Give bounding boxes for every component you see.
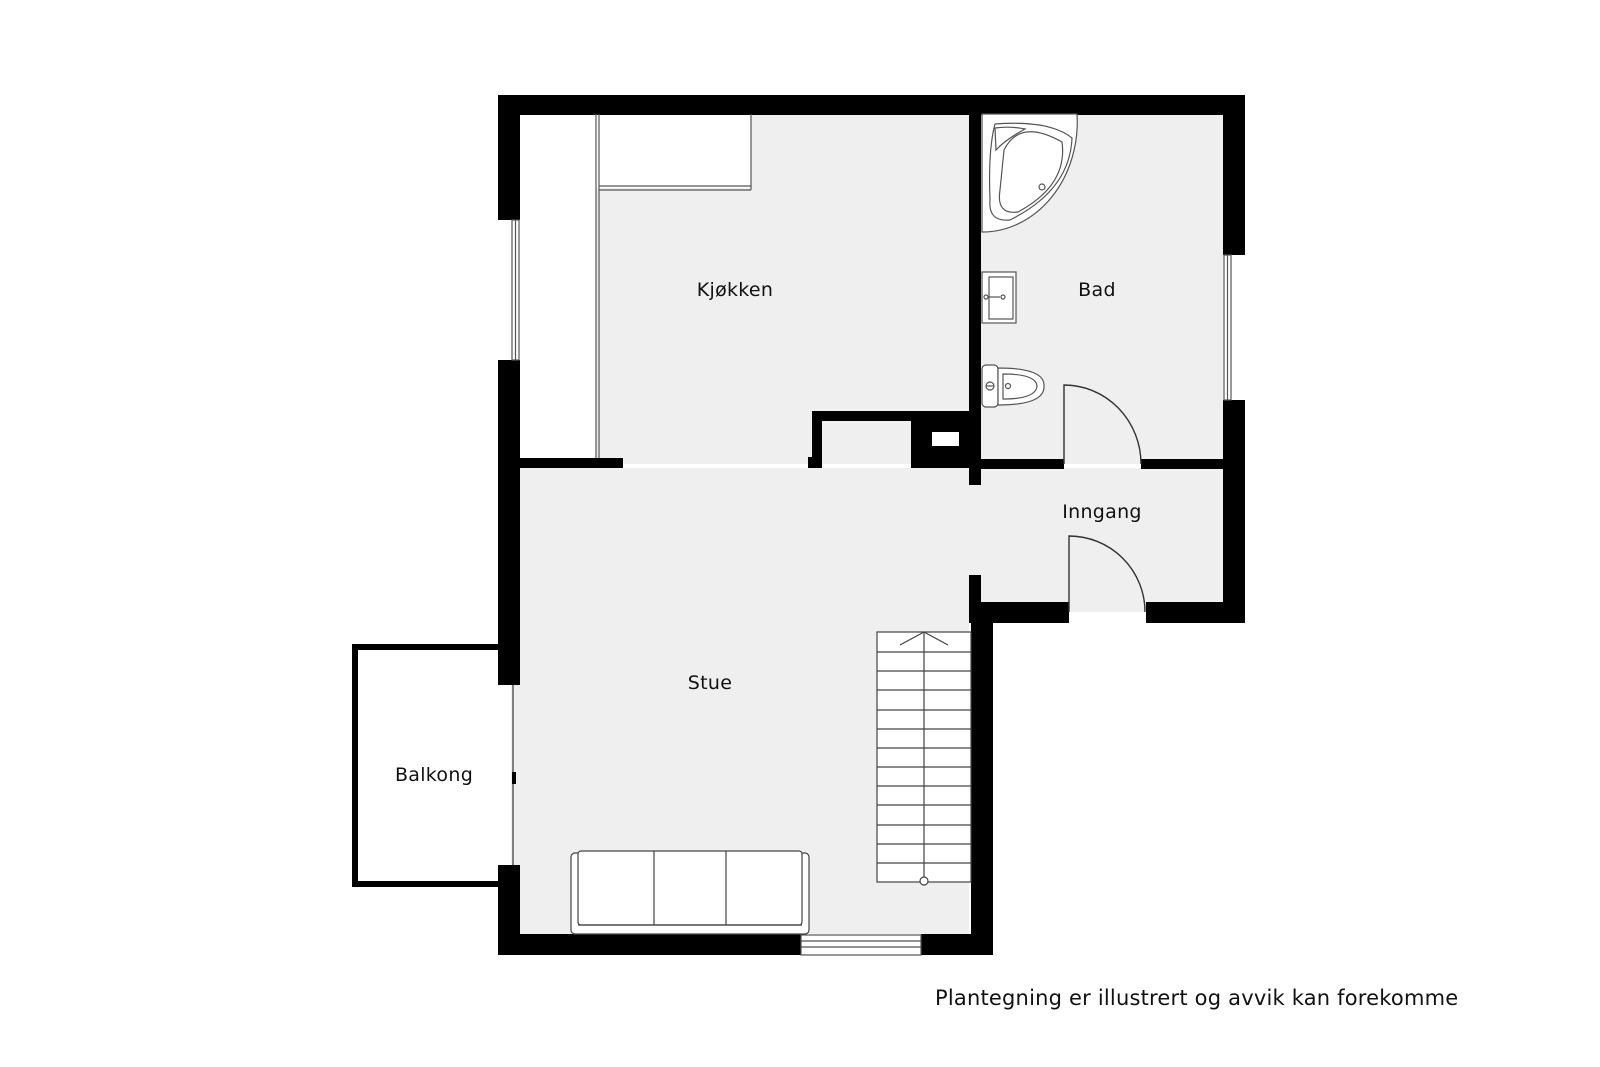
sofa-icon <box>570 850 810 935</box>
disclaimer-text: Plantegning er illustrert og avvik kan f… <box>935 986 1459 1010</box>
floor-kjokken-counter-top <box>596 114 751 188</box>
shaft-opening <box>932 432 959 446</box>
door-bad <box>1063 384 1142 465</box>
stairs-icon <box>876 631 972 886</box>
room-label-balkong: Balkong <box>394 764 474 786</box>
floor-kjokken-left-strip <box>511 114 596 461</box>
door-inngang <box>1068 535 1146 613</box>
walls <box>352 95 1245 955</box>
toilet-icon <box>981 364 1045 408</box>
room-label-bad: Bad <box>1078 279 1116 301</box>
floor-balkong <box>359 652 509 884</box>
windows <box>511 219 1232 956</box>
room-label-kjokken: Kjøkken <box>696 279 774 301</box>
window-stue-bottom <box>800 934 922 956</box>
floors <box>359 114 1223 934</box>
sink-icon <box>981 271 1017 324</box>
doors <box>1063 384 1146 613</box>
bathtub-icon <box>981 113 1078 233</box>
entrance-threshold <box>1069 612 1146 622</box>
kitchen-counter <box>595 114 752 458</box>
room-label-stue: Stue <box>687 672 733 694</box>
room-label-inngang: Inngang <box>1062 501 1142 523</box>
